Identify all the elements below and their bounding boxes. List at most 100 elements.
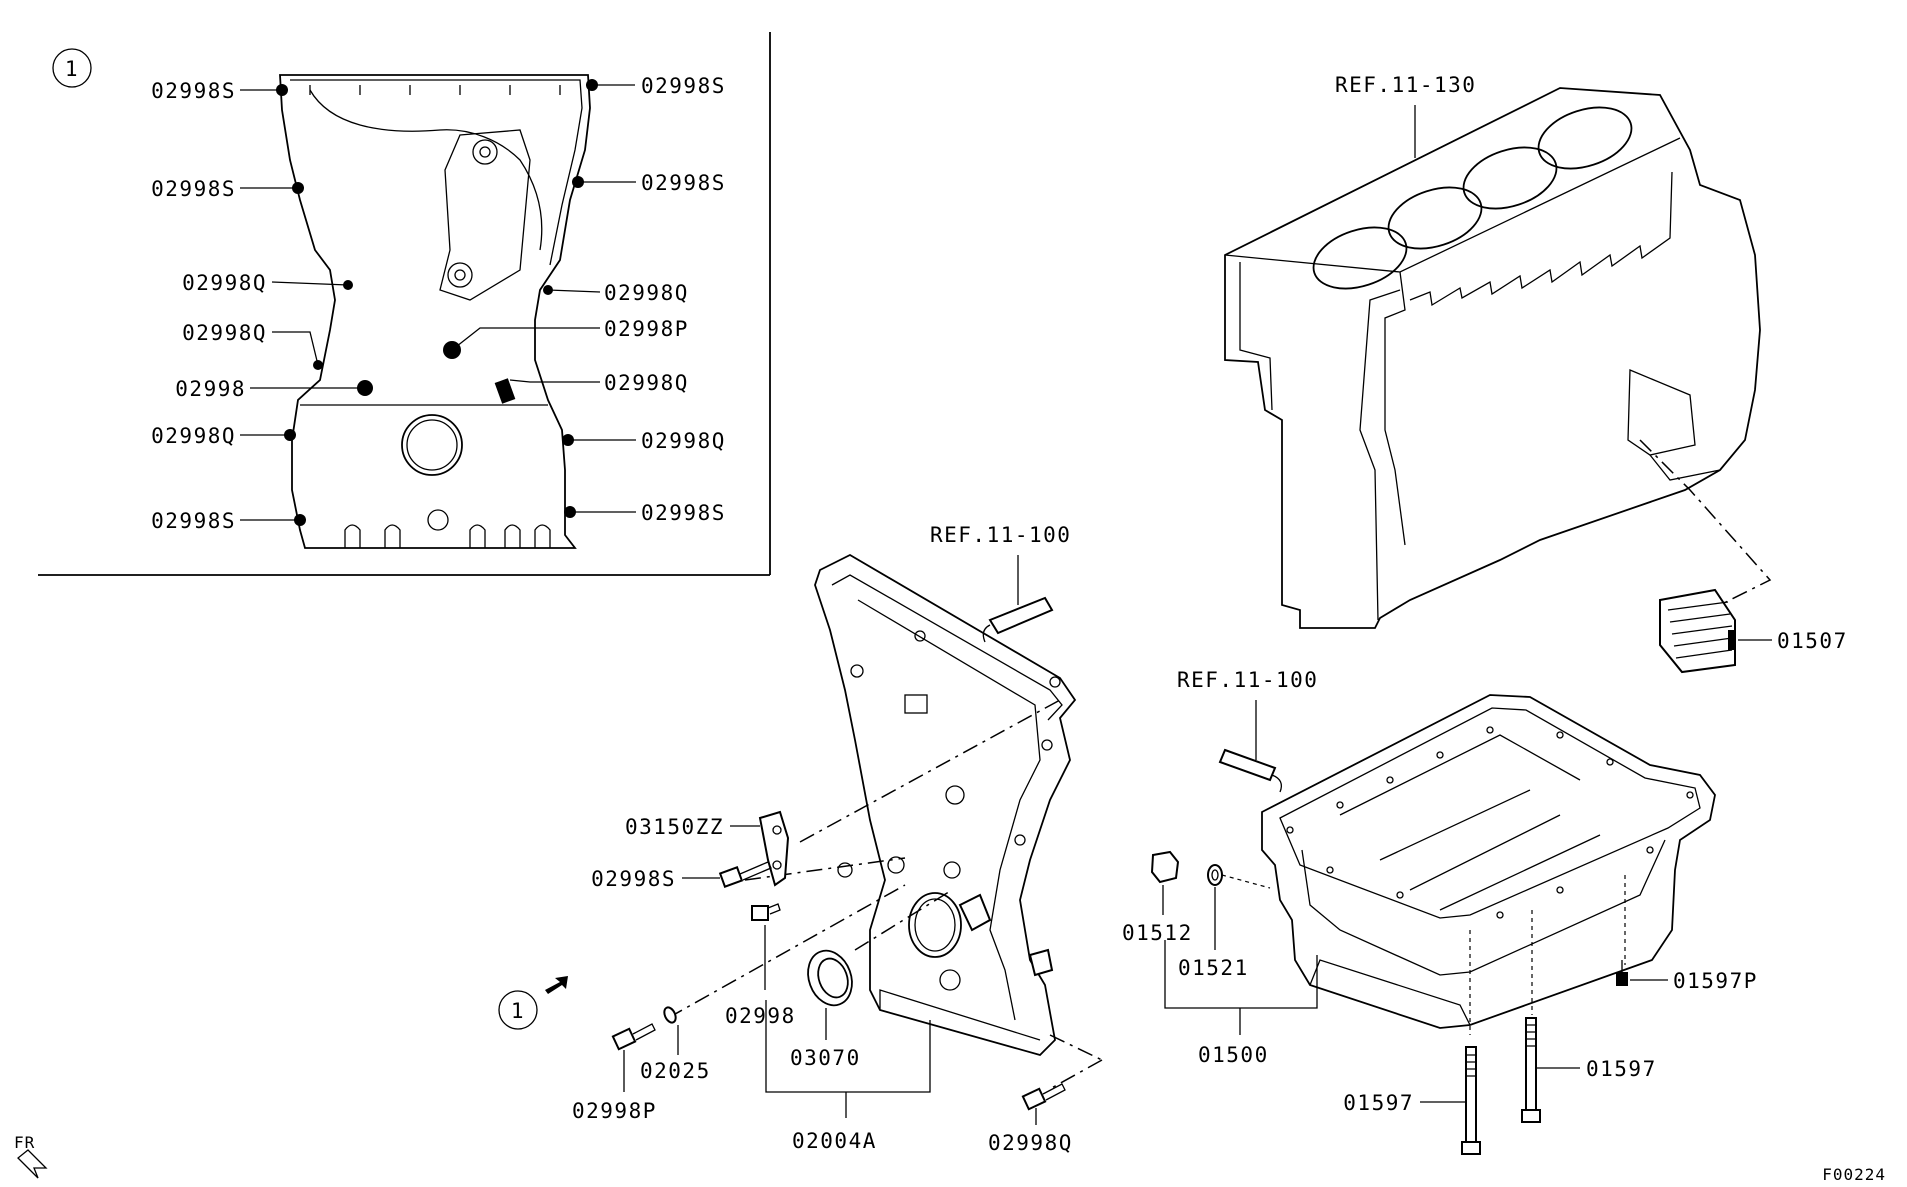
block-bottom-edge: [1649, 454, 1721, 481]
pan-bottom: [1309, 959, 1471, 1026]
cover-boss: [439, 129, 531, 301]
part-label-drain-plug: 01512: [1122, 921, 1193, 945]
washer-body: [663, 1006, 677, 1024]
baffle-window: [1627, 369, 1696, 456]
sealant-nozzle: [1271, 774, 1283, 793]
bolt-shank: [739, 861, 772, 881]
bracket: 03150ZZ: [625, 810, 790, 887]
pan-bolt-p: 01597P: [1616, 960, 1758, 993]
callout-circle: [498, 990, 538, 1030]
cover-bolt-hole: [837, 862, 853, 878]
cover-hole-upper-inner: [479, 146, 491, 158]
baffle-dash-line: [1639, 439, 1772, 616]
bolt-shank: [767, 903, 781, 915]
callout-number: 1: [511, 999, 525, 1023]
callout-number: 1: [65, 57, 79, 81]
bolt-head: [1616, 972, 1628, 986]
cylinder-bore: [1387, 186, 1483, 250]
oil-pan-leader: 01500: [1164, 940, 1318, 1067]
cover-bolt-hole: [914, 630, 926, 642]
cover-bolt-hole: [1041, 739, 1053, 751]
figure-code: F00224: [1822, 1165, 1886, 1184]
gasket-ring: [1207, 864, 1223, 886]
pan-bolt-hole: [1336, 801, 1344, 809]
part-label-pan-bolt-b: 01597: [1586, 1057, 1657, 1081]
baffle-plate: 01507: [1659, 588, 1846, 674]
cover-bolt-hole: [850, 664, 864, 678]
cover-tab: [1028, 948, 1054, 977]
part-label-pan-bolt-p: 01597P: [1673, 969, 1758, 993]
cover-outline: [814, 553, 1077, 1057]
pan-bolt-hole: [1496, 911, 1504, 919]
cover-hole-bottom: [427, 509, 449, 531]
block-side-bosses: [1409, 171, 1673, 307]
detail-label: 02998Q: [641, 429, 726, 453]
cover-bottom-notches: [344, 524, 551, 548]
cylinder-block: REF.11-130: [1224, 73, 1772, 629]
detail-label: 02998S: [641, 74, 726, 98]
detail-label: 02998Q: [604, 281, 689, 305]
timing-cover-detail: [276, 74, 598, 549]
cover-hole: [939, 969, 961, 991]
cover-hole: [945, 785, 965, 805]
detail-leaders: [240, 84, 636, 521]
pan-bolt-hole: [1556, 886, 1564, 894]
seal-inner: [817, 957, 849, 999]
block-outline: [1224, 87, 1761, 629]
pan-bolt-hole: [1436, 751, 1444, 759]
block-front-edge: [1384, 271, 1406, 546]
cylinder-bore: [1462, 146, 1558, 210]
bolt-head: [751, 905, 769, 921]
pan-bolt-long: 01597: [1521, 1017, 1657, 1123]
drain-plug: 01512: [1122, 850, 1193, 945]
ref-label: REF.11-100: [1177, 668, 1318, 692]
bolt-marker: [494, 378, 516, 404]
plug-body: [1150, 850, 1180, 884]
front-label: FR: [14, 1133, 35, 1152]
crank-seal-bore: [401, 414, 463, 476]
detail-label: 02998: [175, 377, 246, 401]
pan-bolt-hole: [1686, 791, 1694, 799]
callout-arrow-icon: [545, 976, 568, 994]
part-label-bolt-s: 02998S: [591, 867, 676, 891]
bolt-02998q: 02998Q: [988, 1083, 1071, 1155]
sealant-nozzle: [982, 624, 991, 643]
block-front-ribs: [1239, 262, 1401, 621]
bolt-head: [1521, 1109, 1541, 1123]
pan-sump-edge: [1301, 839, 1666, 976]
crank-seal-bore-inner: [914, 898, 956, 952]
seal-outer: [807, 949, 853, 1007]
cover-hole-mid-inner: [454, 269, 466, 281]
washer: 02025: [640, 1006, 711, 1083]
timing-chain-cover: REF.11-100: [814, 523, 1077, 1057]
part-label-pan-bolt-a: 01597: [1343, 1091, 1414, 1115]
oil-seal: 03070: [790, 949, 861, 1070]
detail-label: 02998Q: [182, 271, 267, 295]
crank-seal-bore-inner: [406, 419, 458, 471]
bracket-body: [758, 810, 790, 887]
pan-bolt-hole: [1326, 866, 1334, 874]
pan-bolt-hole: [1606, 758, 1614, 766]
detail-callout: 1: [498, 976, 568, 1030]
cover-flange-inner: [857, 599, 1041, 1021]
bolt-shank: [1465, 1046, 1477, 1143]
part-label-oil-seal: 03070: [790, 1046, 861, 1070]
block-deck-edge: [1224, 137, 1681, 273]
bolt-thread: [1466, 1054, 1476, 1077]
gasket: 01521: [1178, 864, 1271, 980]
bolt-02998: 02998: [725, 903, 794, 1028]
part-label-washer: 02025: [640, 1059, 711, 1083]
pan-bolt-hole: [1646, 846, 1654, 854]
cover-hole-mid: [447, 262, 473, 288]
detail-label: 02998Q: [151, 424, 236, 448]
cover-flange-top: [831, 574, 1063, 721]
pan-bolt-hole: [1396, 891, 1404, 899]
pan-bolt-hole: [1556, 731, 1564, 739]
cover-pad: [904, 694, 928, 714]
sealant-tube: [1218, 748, 1277, 782]
detail-label: 02998P: [604, 317, 689, 341]
part-label-oil-pan: 01500: [1198, 1043, 1269, 1067]
part-label-gasket: 01521: [1178, 956, 1249, 980]
